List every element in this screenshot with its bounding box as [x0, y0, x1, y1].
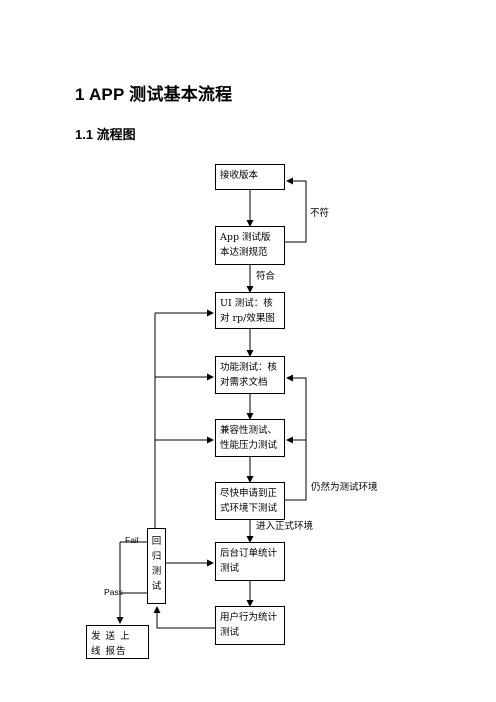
box-order-stats-test: 后台订单统计测试 — [215, 542, 285, 581]
label-enter-prod: 进入正式环境 — [256, 521, 314, 532]
arrow-to-regression — [153, 606, 215, 629]
box-app-test-spec: App 测试版本达测规范 — [215, 226, 285, 265]
loop-still-test-env — [285, 374, 307, 501]
label-still-test-env: 仍然为测试环境 — [311, 482, 378, 493]
label-pass: Pass — [104, 587, 123, 597]
box-function-test: 功能测试：核对需求文档 — [215, 356, 285, 394]
box-compat-test: 兼容性测试、性能压力测试 — [215, 419, 285, 457]
box-regression-test: 回 归 测 试 — [147, 528, 166, 604]
loop-not-match — [285, 177, 307, 243]
box-user-behavior-test: 用户行为统计测试 — [215, 606, 285, 645]
box-prod-env-test: 尽快申请到正式环境下测试 — [215, 482, 285, 520]
box-ui-test: UI 测试：核对 rp/效果图 — [215, 292, 285, 329]
regression-char: 试 — [151, 581, 162, 592]
label-fail: Fail — [125, 535, 139, 545]
box-send-report: 发 送 上 线 报告 — [86, 625, 149, 659]
label-not-match: 不符 — [310, 208, 330, 219]
regression-char: 测 — [151, 566, 162, 577]
regression-char: 归 — [151, 551, 162, 562]
page-heading: 1 APP 测试基本流程 — [75, 85, 233, 104]
label-match: 符合 — [256, 271, 276, 282]
box-receive-version: 接收版本 — [215, 164, 285, 190]
section-heading: 1.1 流程图 — [75, 127, 136, 142]
regression-char: 回 — [151, 536, 162, 547]
